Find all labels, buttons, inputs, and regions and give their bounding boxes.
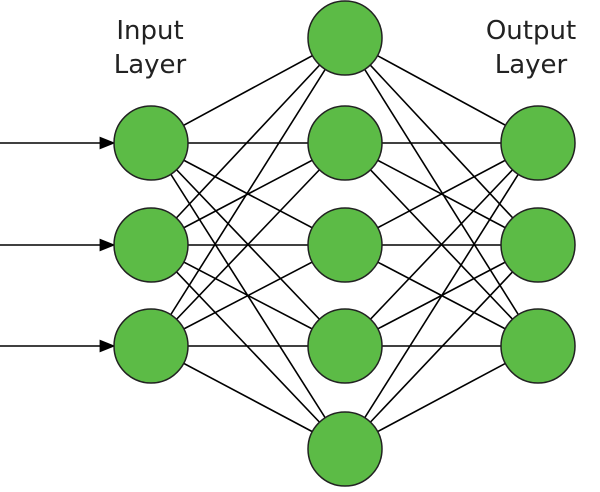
hidden-node-2 (307, 207, 383, 283)
edge-l1-n3-to-n0 (344, 142, 539, 347)
edge-l0-n1-to-n4 (150, 244, 346, 450)
edge-l0-n2-to-n1 (150, 142, 346, 347)
output-node-0 (500, 105, 576, 181)
edge-l1-n0-to-n1 (344, 37, 539, 246)
edge-l1-n4-to-n1 (344, 244, 539, 450)
edge-l1-n0-to-n2 (344, 37, 539, 347)
input-node-0 (113, 105, 189, 181)
hidden-node-4 (307, 411, 383, 487)
input-layer-label-line2: Layer (113, 50, 187, 80)
input-arrows-group (0, 136, 116, 353)
input-layer-label: Input Layer (80, 14, 220, 82)
input-node-1 (113, 207, 189, 283)
edge-l0-n2-to-n0 (150, 37, 346, 347)
output-layer-label-line2: Layer (494, 50, 568, 80)
edge-l1-n4-to-n0 (344, 142, 539, 450)
output-layer-label: Output Layer (461, 14, 600, 82)
output-layer-label-line1: Output (485, 16, 577, 46)
output-node-2 (500, 308, 576, 384)
hidden-node-3 (307, 308, 383, 384)
output-node-1 (500, 207, 576, 283)
edge-l0-n1-to-n0 (150, 37, 346, 246)
hidden-node-0 (307, 0, 383, 76)
hidden-node-1 (307, 105, 383, 181)
nodes-group (113, 0, 576, 487)
input-node-2 (113, 308, 189, 384)
input-layer-label-line1: Input (116, 16, 184, 46)
